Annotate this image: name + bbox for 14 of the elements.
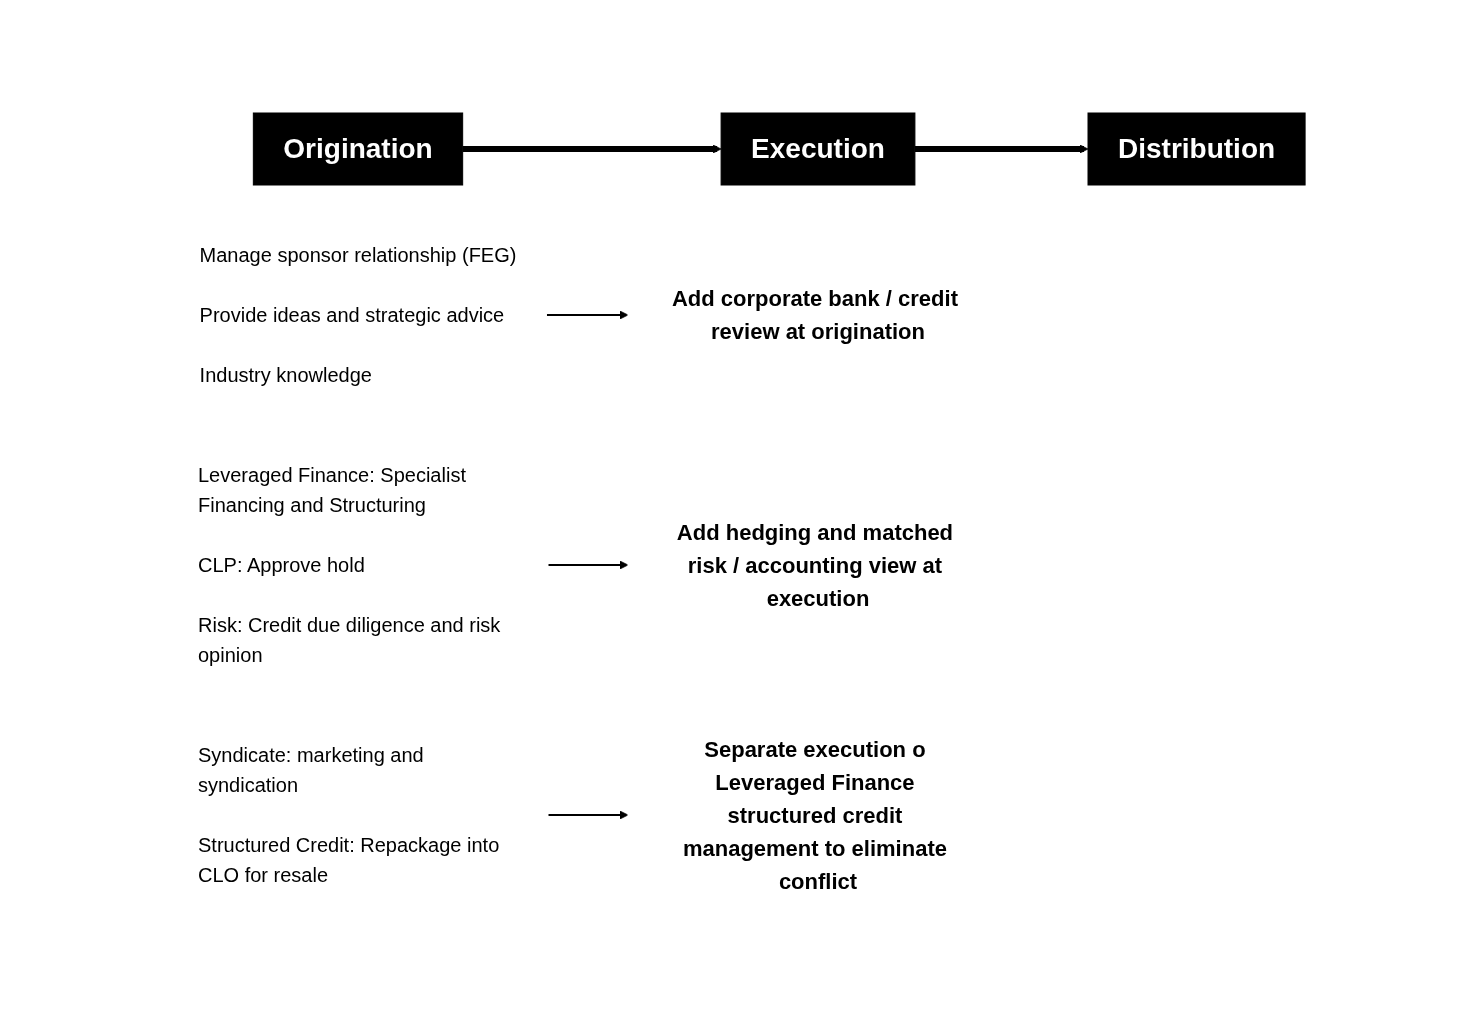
node-text: Leveraged Finance: Specialist Financing and Structuring CLP: Approve hold Risk: Credit due diligence and risk opinion: [197, 464, 501, 667]
node-text: Manage sponsor relationship (FEG) Provide ideas and strategic advice Industry knowledge: [199, 244, 517, 387]
node-text: Syndicate: marketing and syndication Structured Credit: Repackage into CLO for resale: [197, 744, 500, 887]
node-text: Add corporate bank / credit review at origination: [671, 286, 958, 345]
node-box: Execution: [720, 112, 916, 186]
arrow: [462, 144, 722, 154]
arrow: [546, 810, 629, 820]
arrow: [545, 310, 629, 320]
arrow: [914, 144, 1089, 154]
arrow: [546, 560, 629, 570]
node-text: Add hedging and matched risk / accounting view at execution: [676, 519, 954, 611]
node-box: Distribution: [1087, 112, 1306, 186]
node-box: Origination: [252, 112, 464, 186]
node-text: Separate execution o Leveraged Finance structured credit management to eliminate conflict: [682, 736, 947, 894]
